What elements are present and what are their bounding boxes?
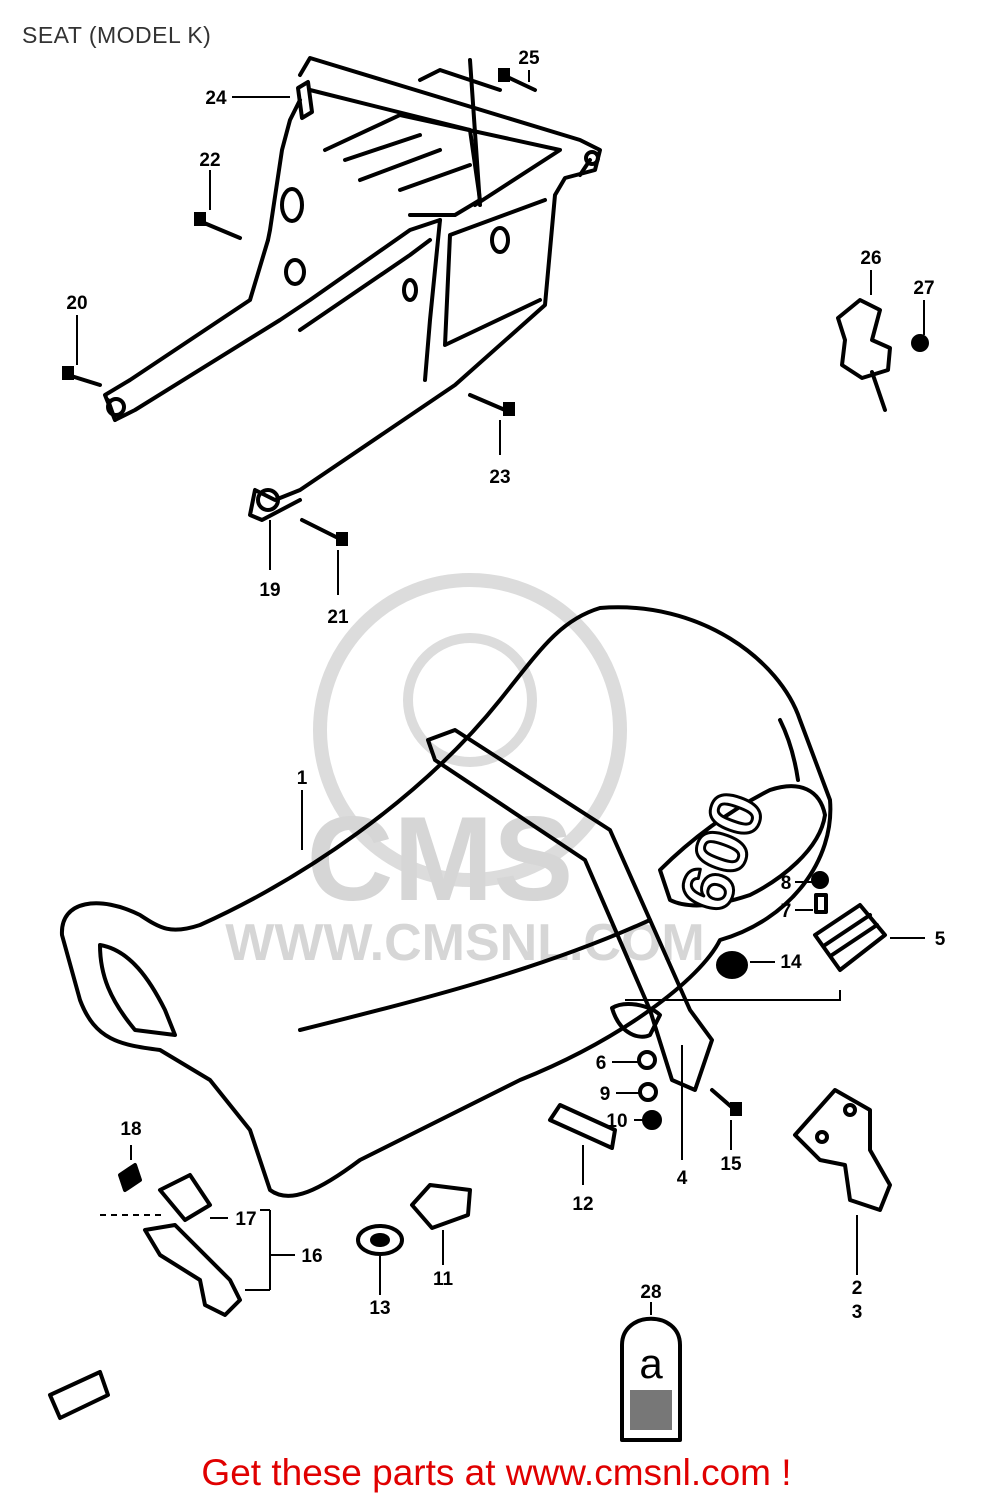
bracket-2-3	[793, 1088, 892, 1212]
nut-10	[642, 1110, 662, 1130]
part-number: 9	[600, 1084, 611, 1105]
bolt-23	[468, 393, 507, 412]
part-number: 26	[860, 248, 881, 269]
bolt-22-head	[194, 212, 206, 226]
leader-16	[245, 1209, 295, 1291]
part-number: 5	[935, 929, 946, 950]
washer-9	[638, 1082, 658, 1102]
rear-carrier-rack	[103, 56, 602, 522]
part-number: 1	[297, 768, 308, 789]
nut-8	[811, 871, 829, 889]
bracket-24	[296, 80, 314, 120]
part-number: 8	[781, 873, 792, 894]
watermark-brand: CMS	[307, 792, 574, 926]
washer-7	[814, 893, 828, 914]
part-number: 19	[259, 580, 280, 601]
part-number: 20	[66, 293, 87, 314]
part-number: 4	[677, 1168, 688, 1189]
bracket-16-17	[143, 1173, 242, 1317]
bolt-20-head	[62, 366, 74, 380]
caution-label-letter: a	[639, 1340, 663, 1387]
footer-link[interactable]: Get these parts at www.cmsnl.com !	[0, 1452, 993, 1494]
cushion-14	[716, 951, 748, 979]
part-number: 12	[572, 1194, 593, 1215]
front-arrow-icon	[48, 1370, 110, 1420]
seat-body	[59, 605, 833, 1198]
seat-lock-assembly	[836, 298, 929, 412]
part-number: 18	[120, 1119, 141, 1140]
watermark: CMS WWW.CMSNL.COM	[225, 573, 705, 972]
bolt-21-head	[336, 532, 348, 546]
page-title: SEAT (MODEL K)	[22, 22, 212, 48]
part-number: 7	[781, 901, 792, 922]
part-number: 23	[489, 467, 510, 488]
part-number: 6	[596, 1053, 607, 1074]
washer-6	[637, 1050, 657, 1070]
grommet-13	[356, 1224, 404, 1256]
part-number: 14	[780, 952, 802, 973]
grommet-13-hole	[370, 1233, 390, 1247]
bolt-18	[118, 1163, 142, 1192]
footer-link-text[interactable]: Get these parts at www.cmsnl.com !	[201, 1452, 792, 1493]
leader-14-bracket	[625, 990, 841, 1001]
part-number: 28	[640, 1282, 661, 1303]
part-number: 2	[852, 1278, 863, 1299]
bolt-21	[300, 518, 340, 540]
part-number: 22	[199, 150, 220, 171]
part-number: 27	[913, 278, 934, 299]
damper-11	[410, 1183, 472, 1230]
bolt-23-head	[503, 402, 515, 416]
bolt-15-head	[730, 1102, 742, 1116]
part-number: 11	[433, 1269, 454, 1290]
part-number: 25	[518, 48, 540, 69]
seat-logo: 600	[664, 782, 780, 922]
watermark-url: WWW.CMSNL.COM	[225, 914, 704, 972]
part-number: 15	[720, 1154, 742, 1175]
caution-label-28	[620, 1316, 682, 1442]
hinge-bracket-5	[813, 903, 887, 972]
part-number: 10	[606, 1111, 627, 1132]
part-number: 3	[852, 1302, 863, 1323]
part-number: 16	[301, 1246, 322, 1267]
part-number: 13	[369, 1298, 390, 1319]
bolt-25-head	[498, 68, 510, 82]
bracket-12	[548, 1103, 617, 1150]
part-number: 24	[205, 88, 227, 109]
part-number: 17	[235, 1209, 256, 1230]
part-number: 21	[327, 607, 349, 628]
